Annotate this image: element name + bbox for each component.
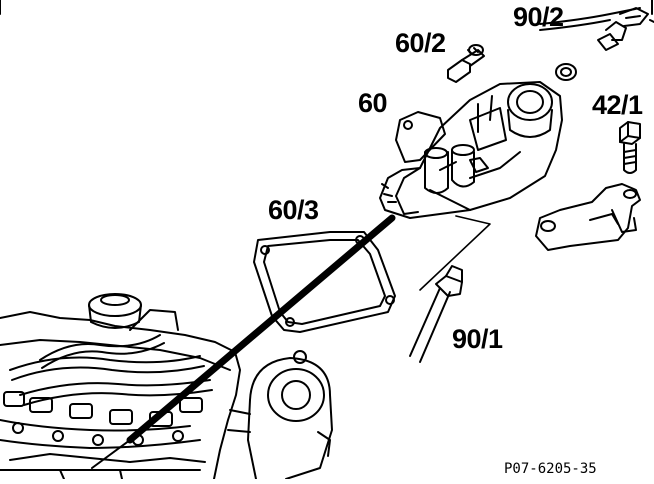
line-90-2 [539, 7, 654, 51]
pump-drive-housing [227, 350, 333, 480]
support-bracket [535, 183, 641, 251]
gasket-60-3 [253, 231, 396, 333]
leader-lines [419, 215, 491, 291]
bolt-60-2 [447, 44, 485, 83]
label-90-2: 90/2 [513, 2, 564, 32]
label-90-1: 90/1 [452, 324, 503, 354]
engine-block [0, 293, 241, 480]
frame-ticks [0, 0, 653, 15]
label-60-2: 60/2 [395, 28, 446, 58]
figure-reference: P07-6205-35 [504, 461, 597, 477]
label-60-3: 60/3 [268, 195, 319, 225]
injection-pump-60 [379, 81, 563, 219]
installation-guide-line [91, 214, 396, 469]
label-60: 60 [358, 88, 388, 118]
label-42-1: 42/1 [592, 90, 643, 120]
o-ring [555, 63, 577, 81]
bolt-42-1 [619, 121, 641, 174]
line-90-1 [409, 265, 463, 363]
